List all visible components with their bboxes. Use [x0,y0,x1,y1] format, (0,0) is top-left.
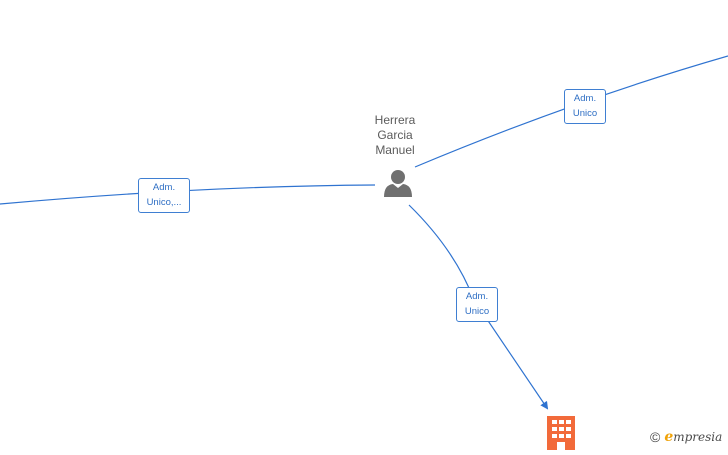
building-icon[interactable] [545,416,577,455]
edge-left [0,184,376,205]
person-name-label: Herrera Garcia Manuel [355,113,435,158]
edge-label-bottom[interactable]: Adm. Unico [456,287,498,322]
edge-label-left[interactable]: Adm. Unico,... [138,178,190,213]
brand-name: empresia [664,429,723,445]
copyright-symbol: © [650,429,661,445]
empresia-watermark: © empresia [650,429,722,445]
person-name-line-2: Garcia [377,128,413,142]
person-icon[interactable] [383,168,413,203]
person-name-line-3: Manuel [375,143,415,157]
edge-label-top-right[interactable]: Adm. Unico [564,89,606,124]
person-name-line-1: Herrera [374,113,416,127]
